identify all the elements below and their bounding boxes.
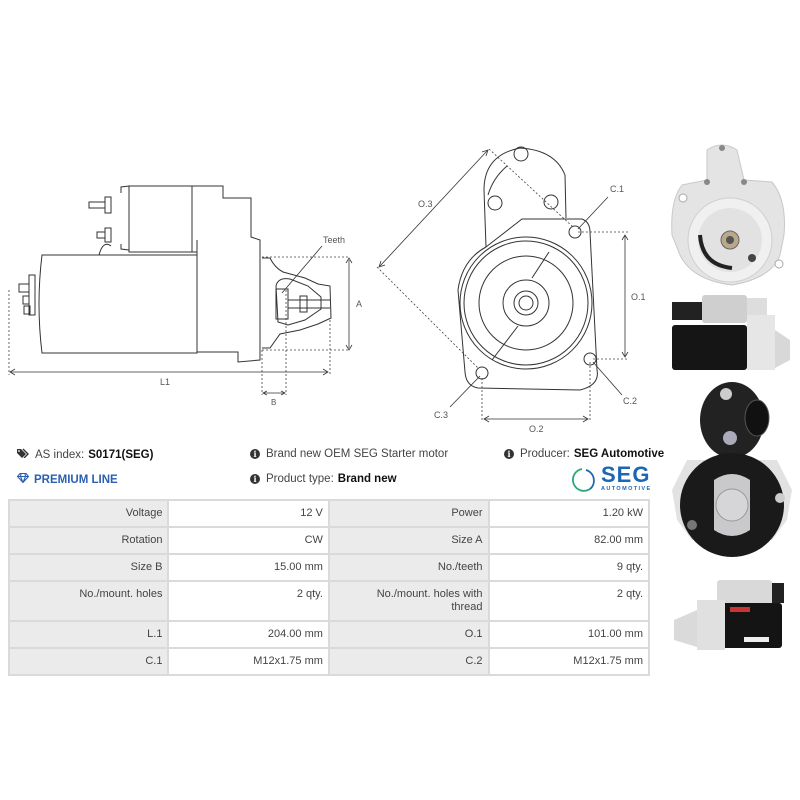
- info-icon: i: [250, 474, 260, 484]
- side-view-photo[interactable]: [662, 290, 800, 380]
- table-row: Size B 15.00 mm No./teeth 9 qty.: [7, 553, 651, 582]
- c3-label: C.3: [434, 410, 448, 420]
- spec-value: 101.00 mm: [487, 620, 651, 649]
- product-type: i Product type: Brand new: [250, 473, 397, 485]
- spec-key: Size B: [7, 553, 170, 582]
- product-type-label: Product type:: [266, 473, 334, 485]
- spec-value: M12x1.75 mm: [487, 647, 651, 676]
- spec-key: Power: [327, 499, 490, 528]
- spec-value: CW: [167, 526, 330, 555]
- spec-key: L.1: [7, 620, 170, 649]
- spec-value: M12x1.75 mm: [167, 647, 330, 676]
- description: i Brand new OEM SEG Starter motor: [250, 448, 448, 460]
- logo-subtitle: AUTOMOTIVE: [601, 486, 652, 492]
- as-index-value: S0171(SEG): [88, 448, 154, 461]
- table-row: L.1 204.00 mm O.1 101.00 mm: [7, 620, 651, 649]
- description-text: Brand new OEM SEG Starter motor: [266, 448, 449, 460]
- logo-word: SEG: [601, 462, 651, 487]
- seg-ring-icon: [572, 468, 595, 492]
- producer-value: SEG Automotive: [573, 448, 665, 460]
- seg-automotive-logo: SEG AUTOMOTIVE: [568, 464, 656, 494]
- spec-value: 2 qty.: [167, 580, 330, 622]
- table-row: C.1 M12x1.75 mm C.2 M12x1.75 mm: [7, 647, 651, 676]
- front-view-drawing: O.3 C.1 O.1 C.2 C.3 O.2: [370, 130, 660, 440]
- tag-icon: [17, 448, 30, 461]
- spec-key: C.2: [327, 647, 490, 676]
- size-b-label: B: [271, 398, 276, 407]
- o1-label: O.1: [631, 292, 646, 302]
- table-row: No./mount. holes 2 qty. No./mount. holes…: [7, 580, 651, 622]
- as-index-label: AS index:: [35, 448, 85, 461]
- premium-line-badge: PREMIUM LINE: [16, 472, 118, 486]
- spec-key: No./mount. holes: [7, 580, 170, 622]
- spec-key: Rotation: [7, 526, 170, 555]
- producer: i Producer: SEG Automotive: [504, 448, 664, 460]
- table-row: Rotation CW Size A 82.00 mm: [7, 526, 651, 555]
- spec-key: No./mount. holes with thread: [327, 580, 490, 622]
- spec-value: 1.20 kW: [487, 499, 651, 528]
- c2-label: C.2: [623, 396, 637, 406]
- teeth-label: Teeth: [323, 235, 345, 245]
- side-view-drawing: Teeth A L1 B: [0, 140, 370, 420]
- front-view-photo[interactable]: [662, 140, 800, 290]
- c1-label: C.1: [610, 184, 624, 194]
- spec-value: 204.00 mm: [167, 620, 330, 649]
- producer-label: Producer:: [520, 448, 570, 460]
- specs-table: Voltage 12 V Power 1.20 kW Rotation CW S…: [7, 499, 651, 676]
- size-a-label: A: [356, 299, 362, 309]
- spec-key: O.1: [327, 620, 490, 649]
- spec-key: C.1: [7, 647, 170, 676]
- spec-key: Voltage: [7, 499, 170, 528]
- spec-value: 12 V: [167, 499, 330, 528]
- spec-value: 9 qty.: [487, 553, 651, 582]
- as-index: AS index: S0171(SEG): [17, 448, 153, 461]
- table-row: Voltage 12 V Power 1.20 kW: [7, 499, 651, 528]
- product-type-value: Brand new: [337, 473, 397, 485]
- product-info: AS index: S0171(SEG) PREMIUM LINE i Bran…: [0, 440, 664, 496]
- info-icon: i: [250, 449, 260, 459]
- spec-key: Size A: [327, 526, 490, 555]
- o2-label: O.2: [529, 424, 544, 434]
- rear-view-photo[interactable]: [662, 380, 800, 575]
- diamond-icon: [16, 472, 30, 486]
- l1-label: L1: [160, 377, 170, 387]
- spec-value: 2 qty.: [487, 580, 651, 622]
- side-view-2-photo[interactable]: [662, 575, 800, 660]
- premium-line-label: PREMIUM LINE: [34, 473, 118, 486]
- spec-value: 82.00 mm: [487, 526, 651, 555]
- spec-key: No./teeth: [327, 553, 490, 582]
- o3-label: O.3: [418, 199, 433, 209]
- info-icon: i: [504, 449, 514, 459]
- spec-value: 15.00 mm: [167, 553, 330, 582]
